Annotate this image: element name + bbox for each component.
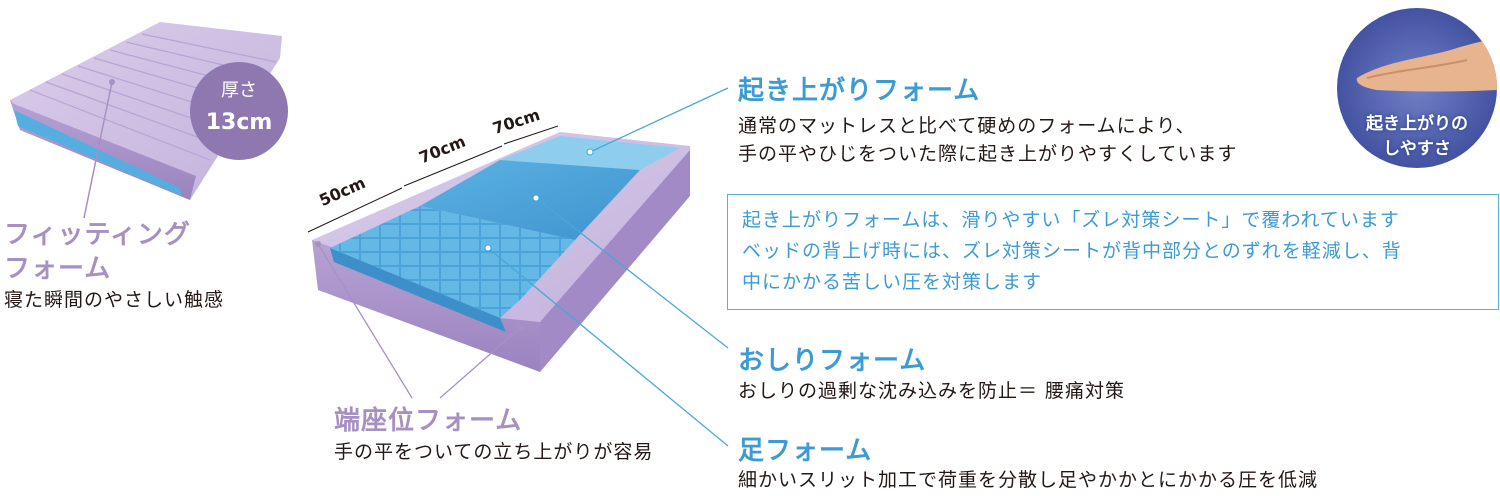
thickness-label: 厚さ (221, 80, 257, 101)
rise-desc-line2: 手の平やひじをついた際に起き上がりやすくしています (738, 143, 1238, 165)
mattress-main-image (312, 132, 690, 372)
thickness-badge: 厚さ 13cm (190, 62, 288, 160)
edge-desc: 手の平をついての立ち上がりが容易 (334, 441, 654, 463)
hip-desc: おしりの過剰な沈み込みを防止＝ 腰痛対策 (738, 380, 1126, 402)
hip-title: おしりフォーム (738, 346, 927, 376)
fitting-desc: 寝た瞬間のやさしい触感 (4, 289, 225, 311)
rise-desc-line1: 通常のマットレスと比べて硬めのフォームにより、 (738, 115, 1196, 137)
foot-title: 足フォーム (738, 436, 873, 466)
photo-label-line1: 起き上がりの (1366, 114, 1468, 134)
edge-title: 端座位フォーム (334, 406, 523, 436)
hand-photo: 起き上がりの しやすさ (1337, 8, 1497, 168)
photo-label: 起き上がりの しやすさ (1337, 112, 1497, 162)
fitting-title: フィッティング フォーム (4, 218, 191, 286)
rise-title: 起き上がりフォーム (738, 76, 981, 106)
thickness-value: 13cm (205, 110, 273, 135)
dimension-arrows (307, 125, 559, 233)
photo-label-line2: しやすさ (1383, 139, 1451, 159)
fitting-title-line1: フィッティング (4, 220, 191, 250)
foot-desc: 細かいスリット加工で荷重を分散し足やかかとにかかる圧を低減 (738, 469, 1319, 491)
note-line2: ベッドの背上げ時には、ズレ対策シートが背中部分とのずれを軽減し、背 (742, 240, 1402, 262)
slip-sheet-note-box: 起き上がりフォームは、滑りやすい「ズレ対策シート」で覆われています ベッドの背上… (727, 194, 1499, 310)
fitting-title-line2: フォーム (4, 254, 112, 284)
note-line3: 中にかかる苦しい圧を対策します (742, 271, 1043, 293)
note-line1: 起き上がりフォームは、滑りやすい「ズレ対策シート」で覆われています (742, 209, 1400, 231)
